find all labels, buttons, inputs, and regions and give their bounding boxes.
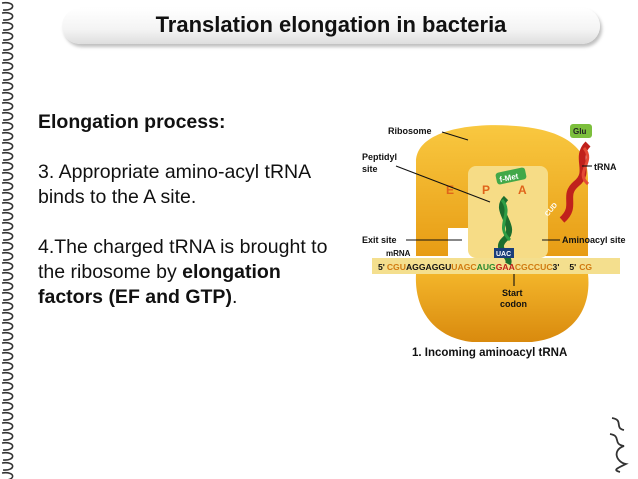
glu-label: Glu: [573, 127, 586, 136]
point-3: 3. Appropriate amino-acyl tRNA binds to …: [38, 161, 311, 208]
spiral-loop: [1, 431, 14, 441]
spiral-loop: [1, 211, 14, 221]
site-p-label: P: [482, 183, 490, 197]
spiral-loop: [1, 331, 14, 341]
spiral-loop: [1, 1, 14, 11]
spiral-loop: [1, 41, 14, 51]
mrna-5-prime: 5': [378, 262, 385, 272]
seq-aug: AUG: [477, 262, 496, 272]
spiral-loop: [1, 281, 14, 291]
figure-caption: 1. Incoming aminoacyl tRNA: [412, 347, 567, 359]
site-cavity: [468, 166, 548, 258]
seq-cgu: CGU: [387, 262, 406, 272]
spiral-loop: [1, 161, 14, 171]
spiral-loop: [1, 11, 14, 21]
spiral-loop: [1, 241, 14, 251]
small-subunit: [415, 274, 589, 342]
exit-site-label: Exit site: [362, 235, 397, 245]
spiral-loop: [1, 111, 14, 121]
spiral-loop: [1, 411, 14, 421]
mrna-sequence: 5'CGUAGGAGGUUAGCAUGGAACGCCUC3'5'CG: [378, 262, 592, 272]
fmet-tag: [495, 167, 527, 185]
spiral-loop: [1, 351, 14, 361]
spiral-loop: [1, 141, 14, 151]
peptidyl-pointer: [395, 165, 491, 203]
spiral-loop: [1, 221, 14, 231]
spiral-loop: [1, 21, 14, 31]
spiral-loop: [1, 131, 14, 141]
point-4-bold: elongation factors (EF and GTP): [38, 261, 281, 308]
seq-gaa: GAA: [496, 262, 515, 272]
point-4: 4.The charged tRNA is brought to the rib…: [38, 235, 348, 310]
title-bar: [62, 8, 600, 44]
spiral-loop: [1, 391, 14, 401]
peptidyl-label-1: Peptidyl: [362, 152, 397, 162]
ribosome-figure: E P A f-Met UAC Glu CUD Ribosome Peptidy…: [362, 124, 626, 359]
next-5-prime: 5': [569, 262, 576, 272]
uac-tag: [494, 248, 514, 258]
spiral-loop: [1, 151, 14, 161]
next-seq: CG: [579, 262, 592, 272]
spiral-loop: [1, 381, 14, 391]
uac-label: UAC: [496, 251, 511, 258]
point-4-text: 4.The charged tRNA is brought to the rib…: [38, 236, 328, 283]
point-4-period: .: [231, 286, 238, 308]
aminoacyl-site-label: Aminoacyl site: [562, 235, 626, 245]
seq-uagc: UAGC: [451, 262, 476, 272]
spiral-loop: [1, 81, 14, 91]
mrna-label: mRNA: [386, 249, 411, 258]
spiral-loop: [1, 301, 14, 311]
spiral-loop: [1, 461, 14, 471]
spiral-loop: [1, 121, 14, 131]
spiral-loop: [1, 71, 14, 81]
spiral-loop: [1, 261, 14, 271]
spiral-loop: [1, 311, 14, 321]
spiral-loop: [1, 401, 14, 411]
site-e-label: E: [446, 183, 454, 197]
spiral-loop: [1, 191, 14, 201]
start-label-2: codon: [500, 299, 527, 309]
ribosome-pointer: [441, 131, 469, 141]
trna-label: tRNA: [594, 162, 617, 172]
spiral-loop: [1, 231, 14, 241]
spiral-loop: [1, 441, 14, 451]
mrna-band: [372, 258, 620, 274]
seq-cgccuc: CGCCUC: [515, 262, 553, 272]
spiral-loop: [1, 421, 14, 431]
spiral-loop: [1, 61, 14, 71]
start-label-1: Start: [502, 288, 523, 298]
spiral-loop: [1, 471, 14, 479]
spiral-loop: [1, 201, 14, 211]
section-heading: Elongation process:: [38, 111, 226, 133]
ribosome-label: Ribosome: [388, 126, 432, 136]
spiral-loop: [1, 101, 14, 111]
fmet-label: f-Met: [499, 172, 520, 185]
page-title: Translation elongation in bacteria: [155, 12, 507, 37]
spiral-loop: [1, 251, 14, 261]
slide-body: Elongation process: 3. Appropriate amino…: [38, 110, 348, 335]
spiral-loop: [1, 451, 14, 461]
mrna-3-prime: 3': [553, 262, 560, 272]
spiral-loop: [1, 271, 14, 281]
peptidyl-label-2: site: [362, 164, 378, 174]
spiral-loop: [1, 91, 14, 101]
seq-shine-dalgarno: AGGAGGU: [406, 262, 451, 272]
spiral-loop: [1, 291, 14, 301]
decorative-flourish-icon: [609, 417, 629, 473]
spiral-loop: [1, 371, 14, 381]
spiral-loop: [1, 341, 14, 351]
spiral-loop: [1, 31, 14, 41]
spiral-loop: [1, 171, 14, 181]
spiral-loop: [1, 181, 14, 191]
spiral-loop: [1, 321, 14, 331]
aminoacyl-trna: [559, 141, 591, 223]
spiral-loop: [1, 51, 14, 61]
site-a-label: A: [518, 183, 527, 197]
spiral-binding: [1, 1, 14, 479]
glu-tag: [570, 124, 592, 138]
spiral-loop: [1, 361, 14, 371]
